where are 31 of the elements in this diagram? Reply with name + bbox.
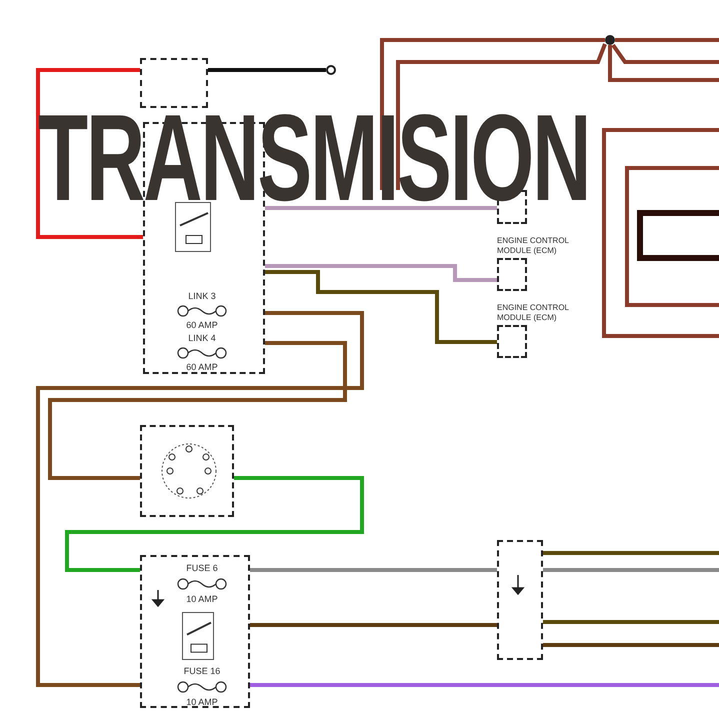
wire	[250, 568, 497, 572]
fuse-label: LINK 3	[188, 292, 216, 301]
fuse-rating: 10 AMP	[186, 698, 218, 707]
wire	[265, 264, 497, 282]
component-box	[497, 540, 543, 660]
wire	[543, 551, 719, 555]
wire	[65, 476, 364, 572]
ring-terminal	[326, 65, 336, 75]
wire	[543, 620, 719, 624]
fuse-label: LINK 4	[188, 334, 216, 343]
fuse-rating: 60 AMP	[186, 321, 218, 330]
wire	[250, 623, 497, 627]
wire	[250, 683, 719, 687]
component-box	[140, 555, 250, 708]
fuse-rating: 10 AMP	[186, 595, 218, 604]
relay-symbol	[182, 612, 214, 660]
ignition-switch-box	[140, 425, 234, 517]
fuse-label: FUSE 16	[184, 667, 220, 676]
wire	[608, 45, 719, 82]
wire	[543, 568, 719, 572]
module-label: ENGINE CONTROL MODULE (ECM)	[497, 303, 570, 323]
wire	[265, 270, 497, 344]
module-label: ENGINE CONTROL MODULE (ECM)	[497, 236, 570, 256]
fuse-rating: 60 AMP	[186, 363, 218, 372]
wire	[543, 643, 719, 647]
wire	[611, 44, 719, 64]
wire	[208, 68, 326, 72]
wire	[36, 311, 364, 687]
fuse-label: FUSE 6	[186, 564, 218, 573]
wire	[615, 38, 719, 42]
wire	[48, 341, 347, 480]
